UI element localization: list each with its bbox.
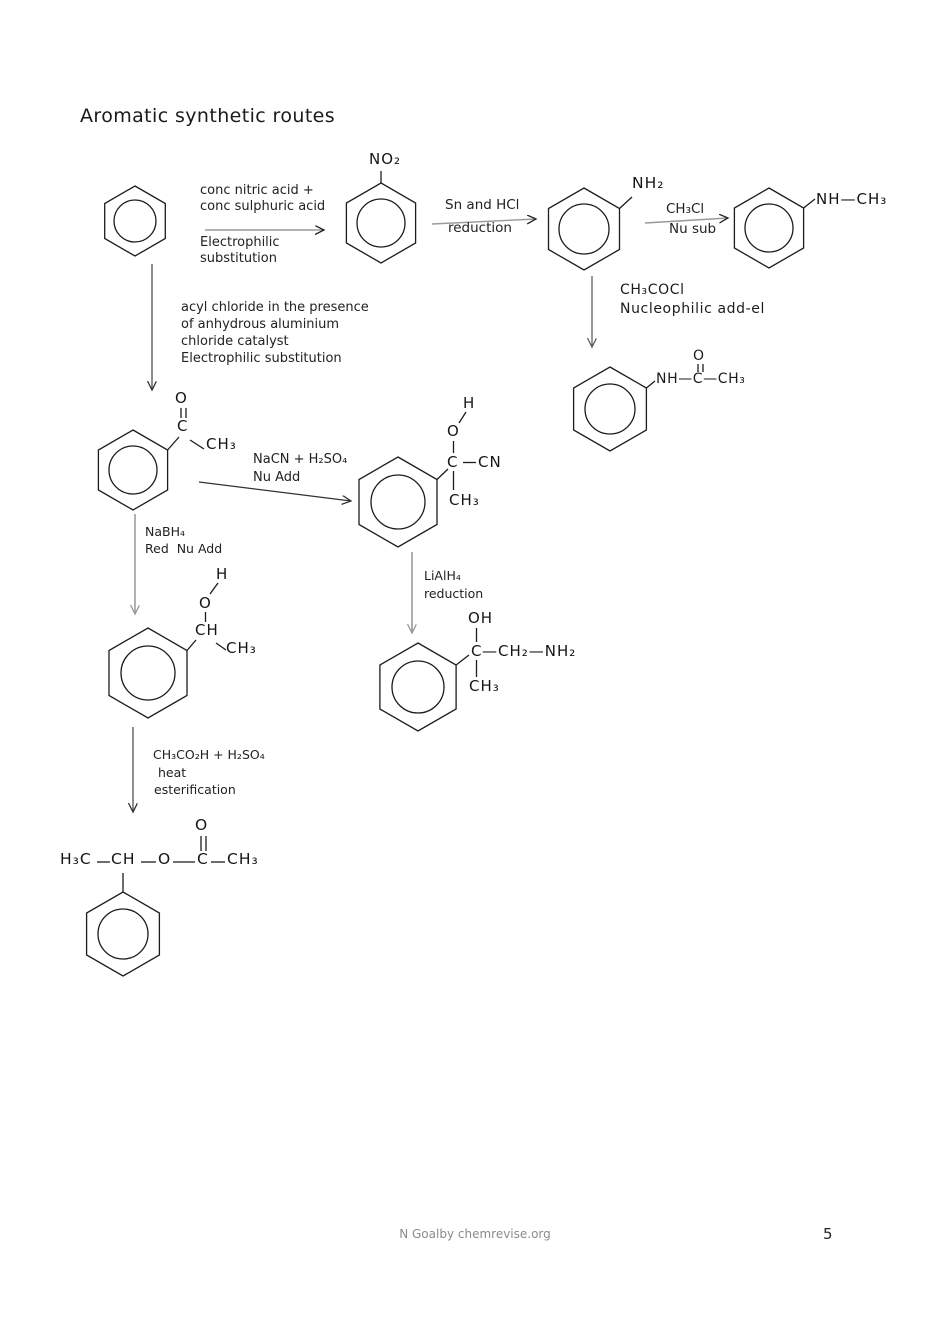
amino-alcohol-structure bbox=[379, 628, 478, 732]
hydroxynitrile-c-label: C bbox=[447, 453, 459, 471]
nitration-mechanism-line1: Electrophilic bbox=[200, 235, 280, 250]
ketone-c-ch3-bond bbox=[189, 439, 205, 450]
friedel-crafts-line3: chloride catalyst bbox=[181, 334, 289, 349]
phenylethanone-aromatic-circle bbox=[108, 445, 158, 495]
ester-h3c-label: H₃C bbox=[60, 850, 92, 868]
phenylethanol-ch-label: CH bbox=[195, 621, 219, 639]
ester-ch3-label: CH₃ bbox=[227, 850, 259, 868]
phenylamine-nh2-label: NH₂ bbox=[632, 174, 665, 192]
amino-alcohol-aromatic-circle bbox=[391, 660, 445, 714]
esterification-condition: heat bbox=[158, 765, 187, 780]
hydroxynitrile-o-label: O bbox=[447, 422, 460, 440]
ester-hexagon bbox=[85, 891, 161, 977]
benzene-hexagon bbox=[104, 185, 166, 257]
phenylethanol-h-label: H bbox=[216, 565, 229, 583]
amide-carbonyl-o-label: O bbox=[693, 348, 705, 364]
phenylethanol-ch3-label: CH₃ bbox=[226, 639, 257, 657]
amino-alcohol-ch3-label: CH₃ bbox=[469, 677, 500, 695]
amide-chain-label: NH—C—CH₃ bbox=[656, 371, 746, 387]
nitro-reduction-reagent: Sn and HCl bbox=[445, 197, 520, 213]
page-number: 5 bbox=[823, 1225, 833, 1243]
phenylethanone-structure bbox=[97, 408, 205, 511]
nitro-reduction-mechanism: reduction bbox=[448, 220, 512, 236]
n-phenylethanamide-aromatic-circle bbox=[584, 383, 636, 435]
nitrobenzene-hexagon bbox=[345, 182, 417, 264]
footer-credit: N Goalby chemrevise.org bbox=[399, 1227, 551, 1241]
amine-acylation-reagent: CH₃COCl bbox=[620, 282, 685, 298]
friedel-crafts-line2: of anhydrous aluminium bbox=[181, 317, 340, 332]
benzene-aromatic-circle bbox=[113, 199, 157, 243]
ketone-o-label: O bbox=[175, 389, 188, 407]
hydroxynitrile-ch3-label: CH₃ bbox=[449, 491, 480, 509]
ketone-ring-c-bond bbox=[167, 436, 180, 451]
nitrile-reduction-mechanism: reduction bbox=[424, 586, 484, 601]
nitro-reduction-arrow bbox=[431, 219, 536, 225]
nitration-reagent-line2: conc sulphuric acid bbox=[200, 199, 326, 214]
ketone-ch3-label: CH₃ bbox=[206, 435, 237, 453]
phenylamine-aromatic-circle bbox=[558, 203, 610, 255]
phenylethanol-o-label: O bbox=[199, 594, 212, 612]
ethanol-o-h-bond bbox=[209, 582, 219, 595]
amino-alcohol-oh-label: OH bbox=[468, 609, 494, 627]
nitrobenzene-structure bbox=[345, 171, 417, 264]
n-phenylethanamide-structure bbox=[572, 364, 704, 452]
nitration-reagent-line1: conc nitric acid + bbox=[200, 183, 314, 198]
nitrile-ring-c-bond bbox=[436, 468, 449, 480]
nitrile-o-h-bond bbox=[458, 411, 467, 424]
amine-methylation-reagent: CH₃Cl bbox=[666, 201, 705, 217]
friedel-crafts-line4: Electrophilic substitution bbox=[181, 351, 342, 366]
cyanohydrin-arrow bbox=[198, 481, 351, 501]
phenylamine-structure bbox=[547, 187, 633, 271]
friedel-crafts-line1: acyl chloride in the presence bbox=[181, 300, 369, 315]
aminoalcohol-ring-c-bond bbox=[455, 654, 470, 666]
n-methylphenylamine-nhch3-label: NH—CH₃ bbox=[816, 190, 888, 208]
amino-alcohol-hexagon bbox=[379, 642, 457, 732]
ketone-reduction-reagent: NaBH₄ bbox=[145, 524, 185, 539]
phenylethanol-aromatic-circle bbox=[120, 645, 176, 701]
amino-alcohol-c-label: C bbox=[471, 642, 483, 660]
nitration-mechanism-line2: substitution bbox=[200, 251, 277, 266]
page-title: Aromatic synthetic routes bbox=[80, 105, 336, 127]
esterification-mechanism: esterification bbox=[154, 782, 236, 797]
amino-alcohol-chain-label: —CH₂—NH₂ bbox=[482, 642, 577, 660]
ester-carbonyl-o-label: O bbox=[195, 816, 209, 834]
nitrobenzene-no2-label: NO₂ bbox=[369, 150, 402, 168]
n-methylphenylamine-aromatic-circle bbox=[744, 203, 794, 253]
amide-nh-bond bbox=[645, 380, 656, 389]
ester-o-label: O bbox=[158, 850, 172, 868]
amine-methylation-arrow bbox=[644, 218, 728, 224]
ester-aromatic-circle bbox=[97, 908, 149, 960]
ester-ch-label: CH bbox=[111, 850, 136, 868]
ester-c-label: C bbox=[197, 850, 209, 868]
ester-structure bbox=[85, 836, 225, 977]
hydroxynitrile-aromatic-circle bbox=[370, 474, 426, 530]
ketone-c-label: C bbox=[177, 417, 189, 435]
hydroxynitrile-cn-label: CN bbox=[478, 453, 502, 471]
ethanol-ch-ch3-bond bbox=[215, 642, 227, 651]
ketone-reduction-mechanism: Red Nu Add bbox=[145, 541, 223, 556]
nhch3-bond bbox=[803, 198, 816, 209]
ethanol-ring-ch-bond bbox=[186, 639, 197, 651]
esterification-reagent: CH₃CO₂H + H₂SO₄ bbox=[153, 747, 265, 762]
cyanohydrin-reagent: NaCN + H₂SO₄ bbox=[253, 452, 348, 467]
amine-acylation-mechanism: Nucleophilic add-el bbox=[620, 301, 765, 317]
n-methylphenylamine-structure bbox=[733, 187, 816, 269]
amine-methylation-mechanism: Nu sub bbox=[669, 221, 717, 237]
cyanohydrin-mechanism: Nu Add bbox=[253, 470, 301, 485]
nitrile-reduction-reagent: LiAlH₄ bbox=[424, 568, 461, 583]
hydroxynitrile-structure bbox=[358, 411, 476, 548]
benzene-structure bbox=[104, 185, 166, 257]
hydroxynitrile-h-label: H bbox=[463, 394, 476, 412]
phenylethanol-structure bbox=[108, 582, 227, 719]
nh2-bond bbox=[619, 196, 633, 209]
nitrobenzene-aromatic-circle bbox=[356, 198, 406, 248]
